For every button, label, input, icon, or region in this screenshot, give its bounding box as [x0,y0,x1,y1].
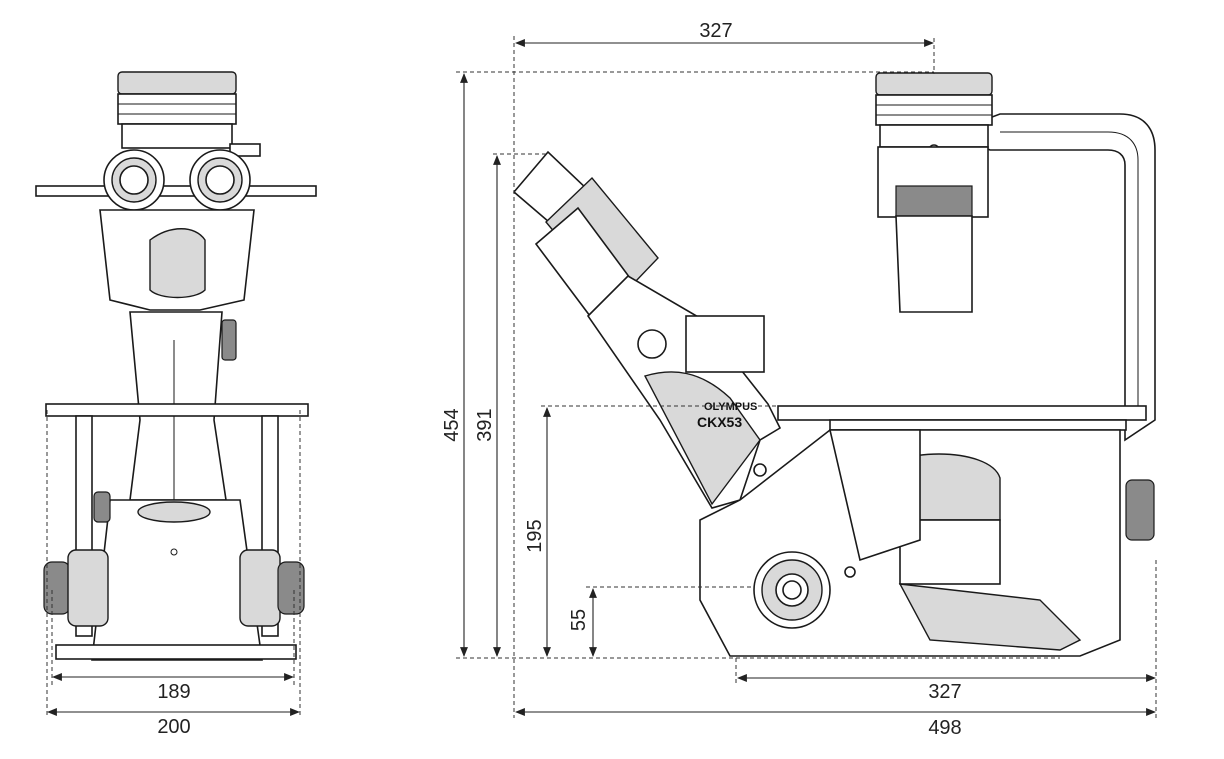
side-stage-height-label: 195 [524,519,546,552]
side-view: OLYMPUS CKX53 [512,72,1156,657]
side-eyepiece-height-dimension: 391 [474,155,501,657]
front-outer-width-dimension: 200 [47,708,300,738]
side-focus-knob [753,551,856,629]
side-knob-height-label: 55 [568,609,590,631]
side-total-width-label: 498 [928,717,961,739]
front-eyepieces [99,149,255,311]
front-focus-knobs [43,491,305,627]
side-top-width-dimension: 327 [515,20,934,47]
front-lamp-housing [117,71,237,149]
side-nosepiece-block [685,315,765,373]
side-stage-height-dimension: 195 [524,407,551,657]
side-top-width-label: 327 [699,20,732,42]
side-knob-height-dimension: 55 [568,588,597,657]
side-total-height-dimension: 454 [441,73,468,657]
model-name: CKX53 [697,414,742,430]
side-illumination-arm [967,113,1156,442]
side-lamp-housing [875,72,993,156]
side-stage [777,405,1147,431]
front-inner-width-label: 189 [157,681,190,703]
side-eyepiece-tube [512,150,782,509]
front-condenser-arm [35,143,317,197]
side-total-width-dimension: 498 [515,708,1156,739]
front-stage [45,403,309,637]
side-total-height-label: 454 [441,408,463,441]
front-outer-width-label: 200 [157,716,190,738]
front-base [55,499,297,661]
side-base-width-dimension: 327 [737,674,1156,703]
front-view [35,71,317,661]
side-eyepiece-height-label: 391 [474,408,496,441]
brand-logo: OLYMPUS [704,401,757,413]
side-base-width-label: 327 [928,681,961,703]
front-inner-width-dimension: 189 [52,673,294,703]
side-base [699,429,1155,657]
side-condenser [877,146,989,313]
